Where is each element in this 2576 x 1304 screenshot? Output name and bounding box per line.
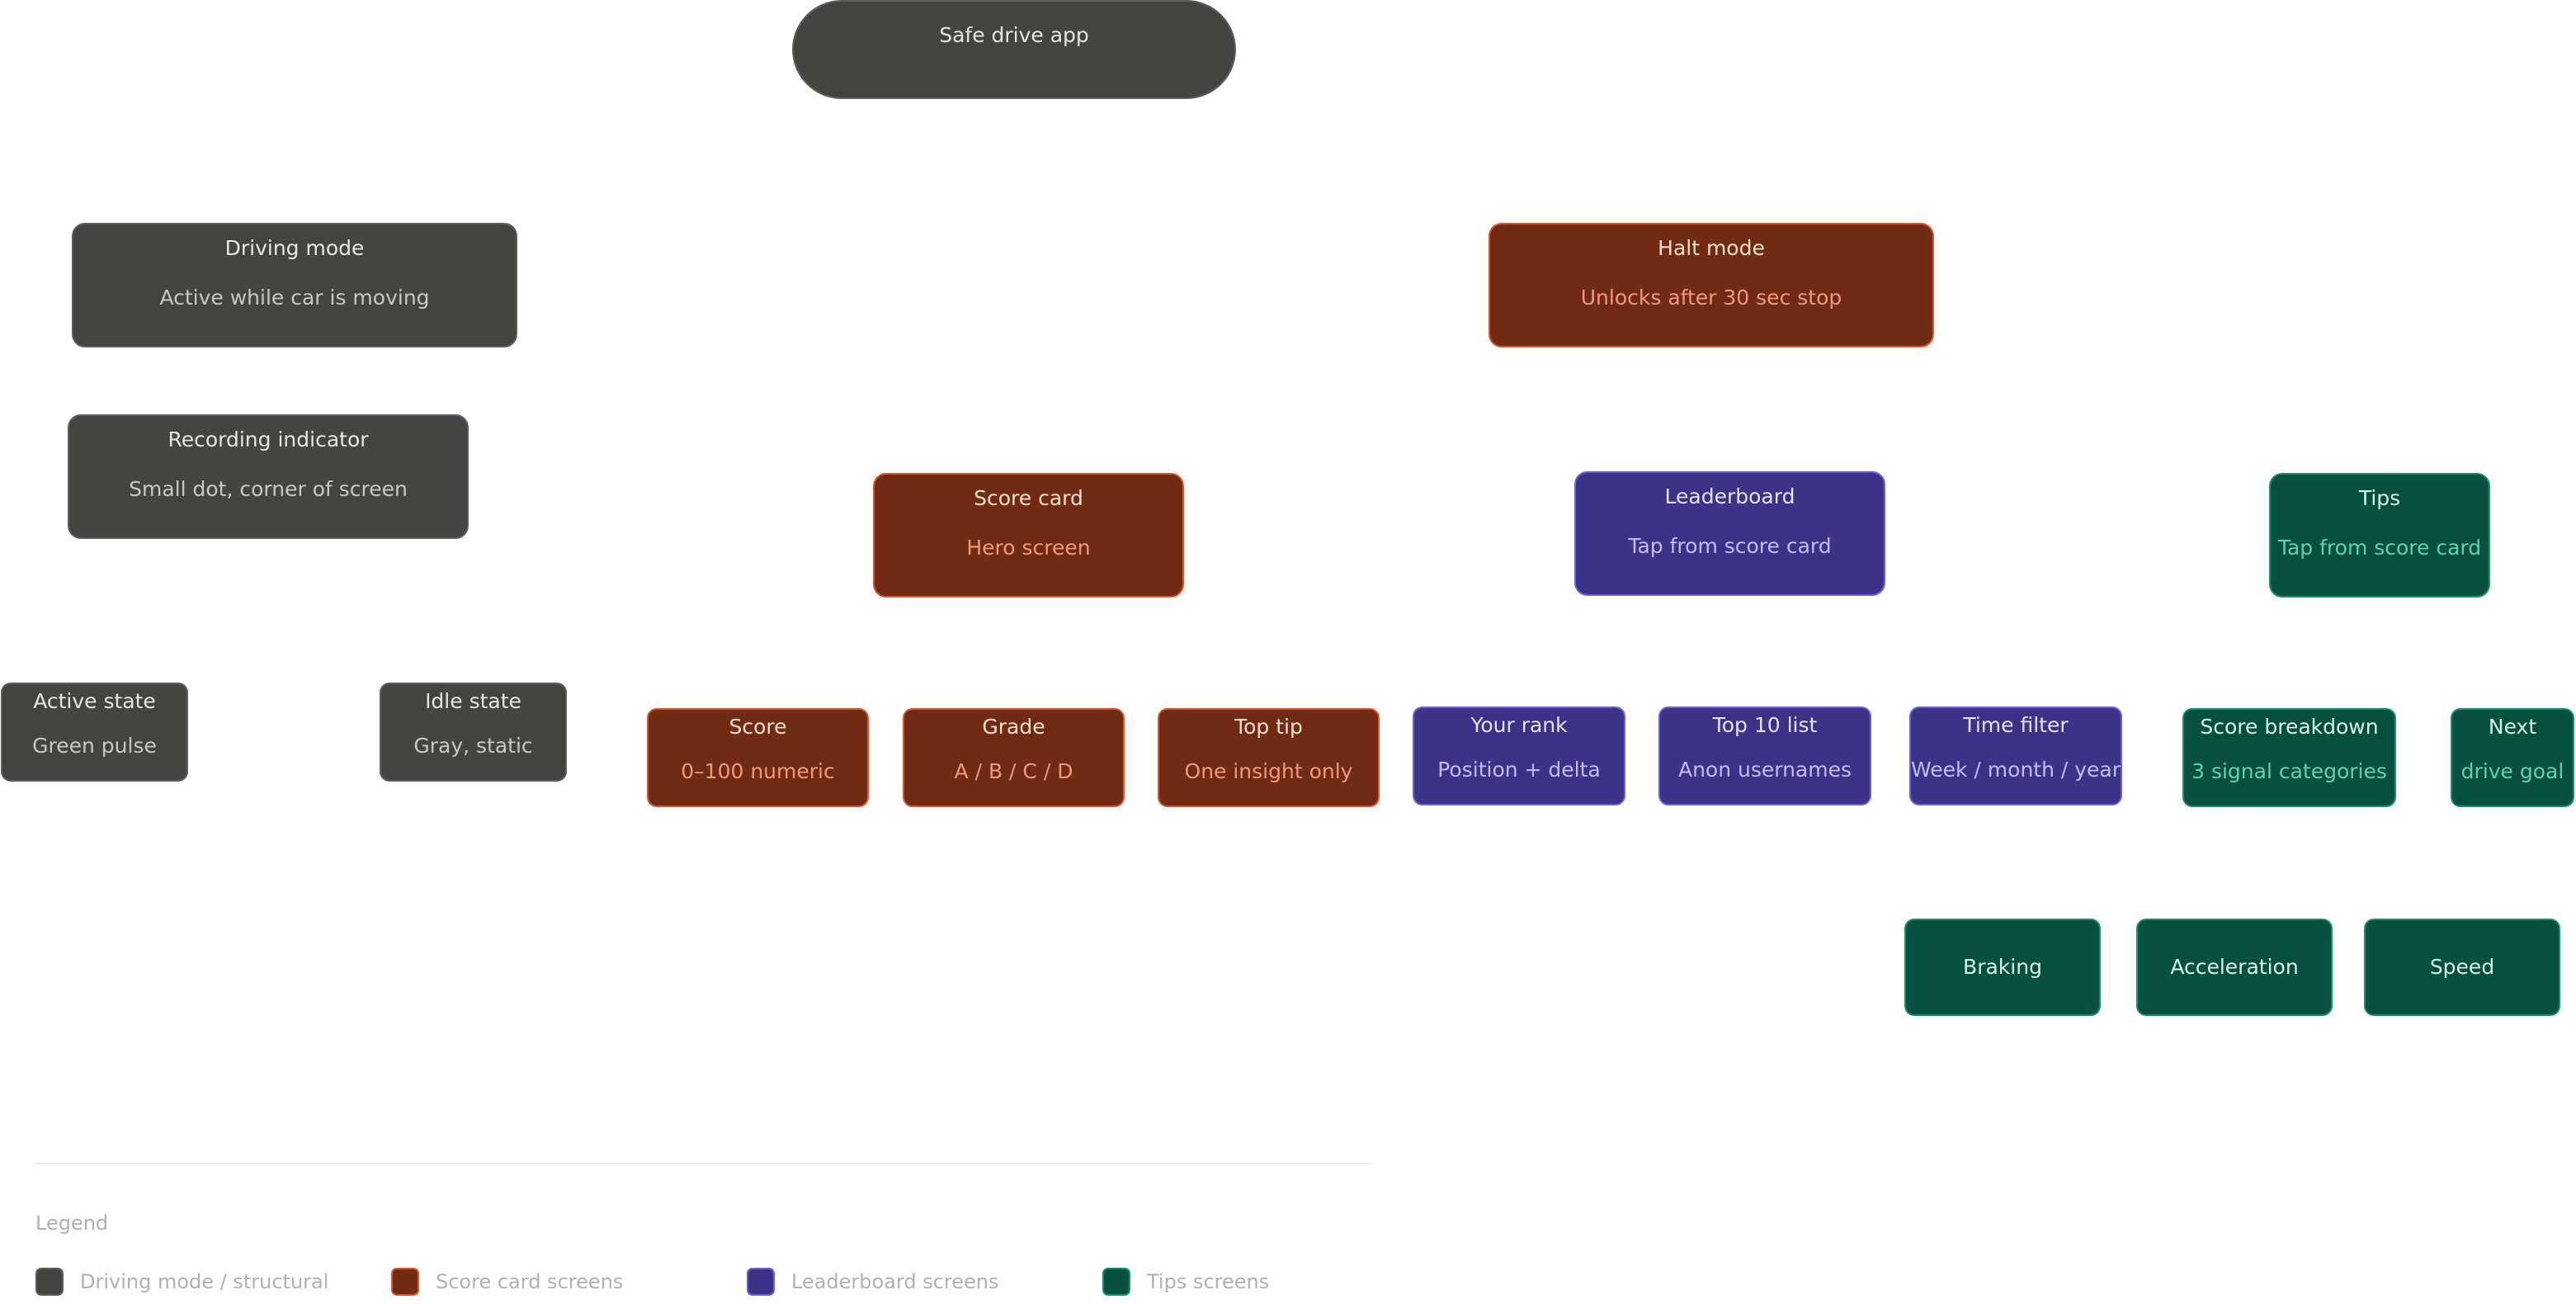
legend-item-structural: Driving mode / structural [35,1266,328,1297]
node-title: Top 10 list [1712,713,1818,737]
legend-label: Leaderboard screens [791,1270,999,1293]
node-title: Time filter [1963,713,2069,737]
node-tips: Tips Tap from score card [2269,473,2490,598]
node-subtitle: Active while car is moving [159,286,430,309]
node-subtitle: drive goal [2460,759,2564,783]
node-recording-indicator: Recording indicator Small dot, corner of… [68,414,469,539]
node-acceleration: Acceleration [2136,919,2333,1016]
legend-swatch-red [391,1268,419,1296]
node-title: Next [2488,715,2537,739]
legend-swatch-blue [747,1268,775,1296]
node-time-filter: Time filter Week / month / year [1909,706,2122,806]
node-halt-mode: Halt mode Unlocks after 30 sec stop [1489,223,1934,347]
node-your-rank: Your rank Position + delta [1413,706,1625,806]
node-title: Recording indicator [167,428,369,451]
node-title: Safe drive app [939,23,1089,47]
legend-item-score-card: Score card screens [391,1266,623,1297]
node-title: Score breakdown [2200,715,2379,739]
node-title: Active state [33,689,156,713]
node-subtitle: One insight only [1184,759,1353,783]
node-score: Score 0–100 numeric [647,708,869,807]
node-title: Score [729,715,787,739]
legend-label: Driving mode / structural [80,1270,329,1293]
node-title: Halt mode [1658,236,1765,260]
node-title: Speed [2429,955,2495,979]
legend-swatch-gray [35,1268,64,1296]
legend-label: Score card screens [436,1270,624,1293]
legend-label: Tips screens [1147,1270,1270,1293]
node-title: Tips [2358,486,2401,510]
node-top-10-list: Top 10 list Anon usernames [1658,706,1871,806]
node-braking: Braking [1904,919,2101,1016]
node-subtitle: Small dot, corner of screen [129,477,408,501]
node-idle-state: Idle state Gray, static [380,683,567,782]
node-subtitle: Anon usernames [1677,758,1852,782]
node-subtitle: Tap from score card [1628,534,1832,558]
node-title: Idle state [425,689,521,713]
legend-swatch-green [1102,1268,1130,1296]
node-driving-mode: Driving mode Active while car is moving [72,223,517,347]
node-speed: Speed [2364,919,2560,1016]
node-title: Driving mode [224,236,365,260]
node-subtitle: Week / month / year [1910,758,2121,782]
node-safe-drive-app: Safe drive app [792,0,1236,99]
legend-item-tips: Tips screens [1102,1266,1269,1297]
node-title: Grade [982,715,1045,739]
node-subtitle: Tap from score card [2277,536,2482,560]
node-leaderboard: Leaderboard Tap from score card [1574,471,1885,596]
node-title: Acceleration [2170,955,2299,979]
node-subtitle: Unlocks after 30 sec stop [1580,286,1842,309]
node-subtitle: 0–100 numeric [681,759,835,783]
node-subtitle: A / B / C / D [954,759,1073,783]
node-active-state: Active state Green pulse [1,683,188,782]
legend-divider [35,1163,1370,1165]
node-subtitle: Green pulse [32,734,157,758]
legend-item-leaderboard: Leaderboard screens [747,1266,999,1297]
legend-title: Legend [35,1212,109,1235]
node-score-breakdown: Score breakdown 3 signal categories [2182,708,2396,807]
node-next-drive-goal: Next drive goal [2451,708,2574,807]
node-title: Score card [974,486,1083,510]
node-title: Top tip [1234,715,1303,739]
node-subtitle: Position + delta [1437,758,1601,782]
node-title: Leaderboard [1664,484,1795,508]
node-title: Your rank [1470,713,1568,737]
node-subtitle: Gray, static [413,734,533,758]
node-top-tip: Top tip One insight only [1158,708,1380,807]
node-title: Braking [1963,955,2042,979]
node-score-card: Score card Hero screen [873,473,1184,598]
node-subtitle: 3 signal categories [2191,759,2387,783]
node-subtitle: Hero screen [966,536,1091,560]
node-grade: Grade A / B / C / D [903,708,1125,807]
